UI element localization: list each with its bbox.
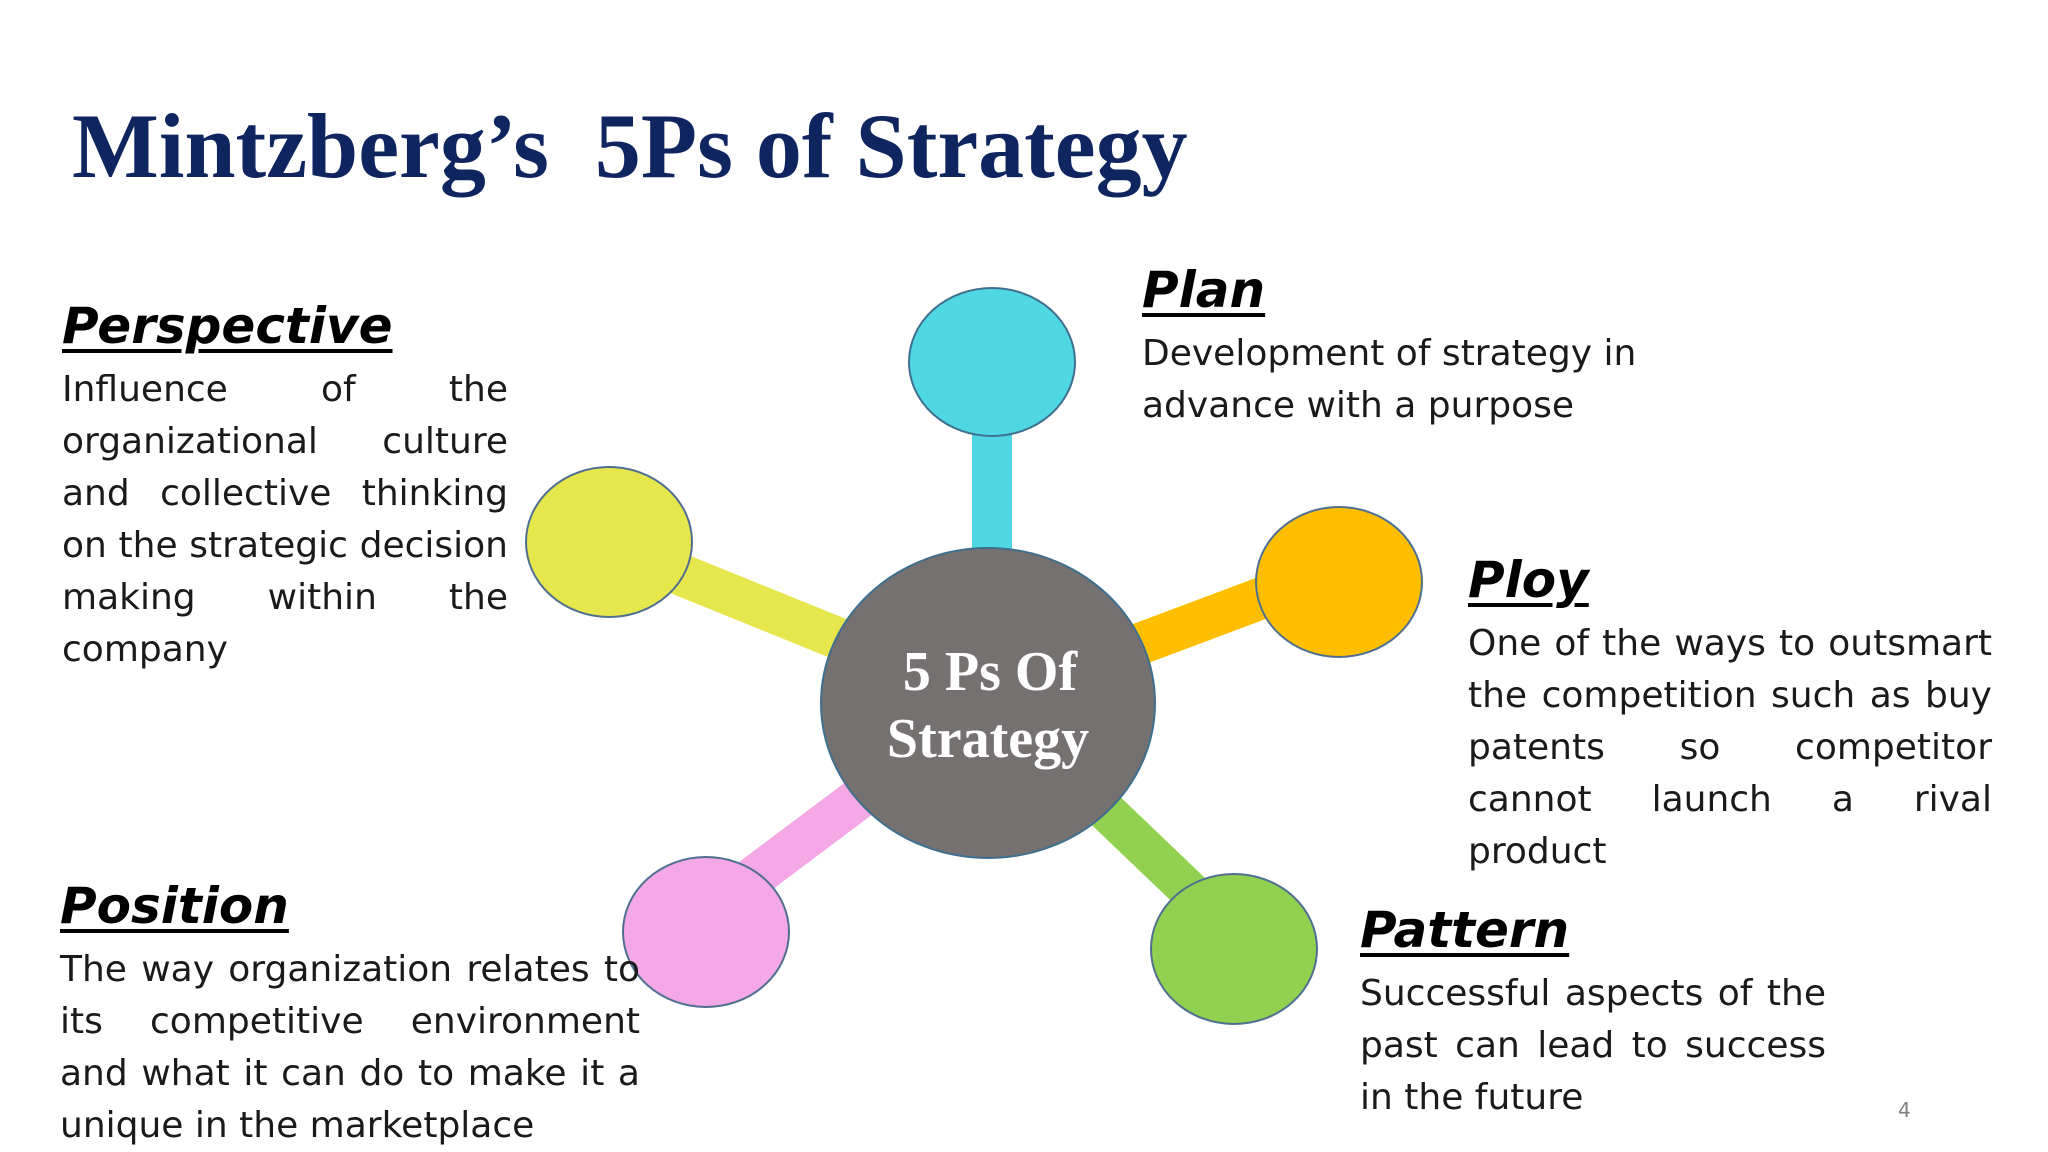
node-ploy [1255,506,1423,658]
position-heading: Position [60,877,289,935]
node-pattern [1150,873,1318,1025]
ploy-block: Ploy One of the ways to outsmart the com… [1468,551,1992,878]
perspective-heading: Perspective [62,297,393,355]
ploy-heading: Ploy [1468,551,1589,609]
slide-title: Mintzberg’s 5Ps of Strategy [72,95,1188,197]
plan-text: Development of strategy in advance with … [1142,332,1637,426]
pattern-text: Successful aspects of the past can lead … [1360,972,1826,1118]
center-label-line2: Strategy [887,708,1089,770]
pattern-block: Pattern Successful aspects of the past c… [1360,901,1826,1124]
center-node [820,547,1156,859]
node-plan [908,287,1076,437]
position-block: Position The way organization relates to… [60,877,640,1152]
plan-block: Plan Development of strategy in advance … [1142,261,1642,432]
perspective-block: Perspective Influence of the organizatio… [62,297,508,676]
node-perspective [525,466,693,618]
perspective-text: Influence of the organizational culture … [62,368,508,670]
page-number: 4 [1898,1098,1911,1122]
ploy-text: One of the ways to outsmart the competit… [1468,622,1992,872]
plan-heading: Plan [1142,261,1266,319]
position-text: The way organization relates to its comp… [60,948,640,1146]
node-position [622,856,790,1008]
pattern-heading: Pattern [1360,901,1570,959]
center-label-line1: 5 Ps Of [903,641,1079,703]
